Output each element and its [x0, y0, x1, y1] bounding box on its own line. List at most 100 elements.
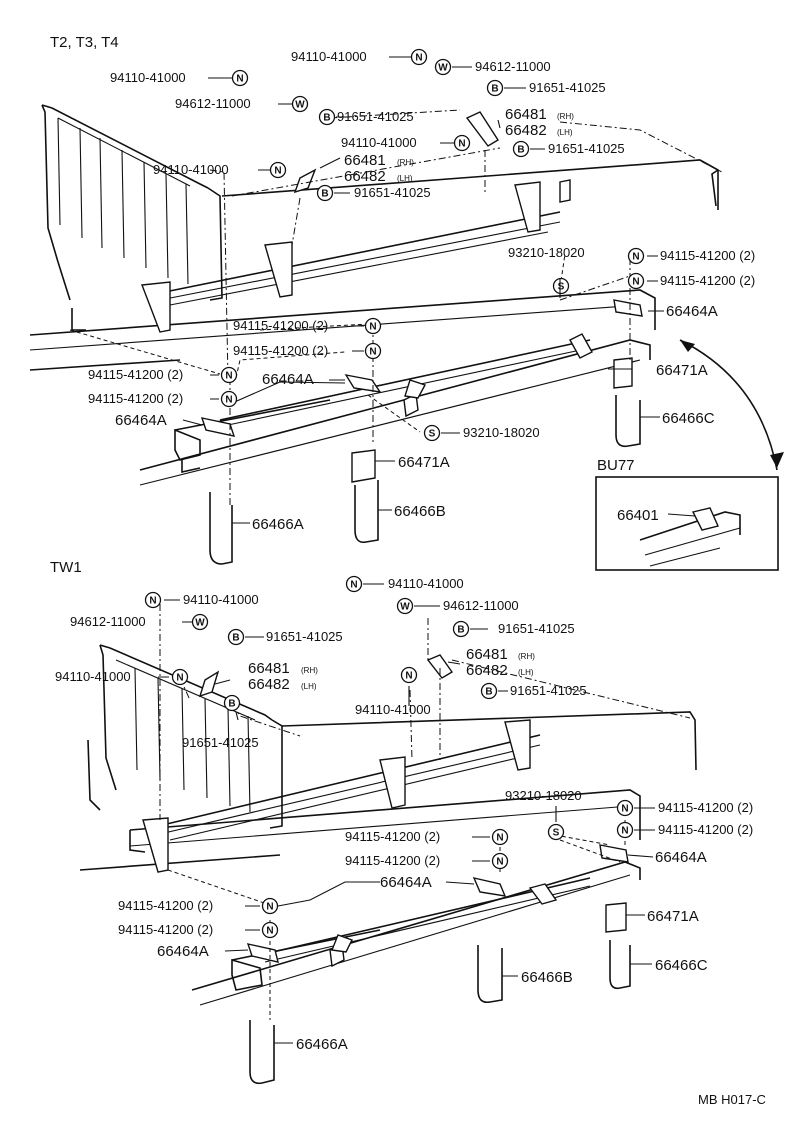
section-tw1: TW1 — [50, 559, 753, 1085]
nut-icon — [144, 591, 162, 609]
svg-text:B: B — [485, 687, 492, 698]
bolt-icon: B — [486, 79, 504, 97]
label-94115-41200: 94115-41200 (2) — [88, 367, 183, 382]
label-94110-41000: 94110-41000 — [55, 669, 131, 684]
label-91651-41025: 91651-41025 — [337, 109, 414, 124]
label-94115-41200: 94115-41200 (2) — [345, 829, 440, 844]
svg-text:B: B — [491, 84, 498, 95]
label-rh: (RH) — [557, 112, 574, 121]
label-91651-41025: 91651-41025 — [266, 629, 343, 644]
label-66464a: 66464A — [380, 874, 432, 891]
bolt-icon: B — [512, 140, 530, 158]
label-66464a: 66464A — [262, 371, 314, 388]
label-91651-41025: 91651-41025 — [548, 141, 625, 156]
label-94110-41000: 94110-41000 — [355, 702, 431, 717]
label-66401: 66401 — [617, 507, 659, 524]
nut-icon — [231, 69, 249, 87]
washer-icon: W — [291, 95, 309, 113]
nut-icon — [491, 852, 509, 870]
label-94110-41000: 94110-41000 — [388, 576, 464, 591]
nut-icon — [261, 921, 279, 939]
label-91651-41025: 91651-41025 — [510, 683, 587, 698]
label-91651-41025: 91651-41025 — [182, 735, 259, 750]
bolt-icon: B — [452, 620, 470, 638]
truck-bed-illustration-bottom — [79, 604, 697, 1085]
label-94612-11000: 94612-11000 — [475, 59, 551, 74]
label-94110-41000: 94110-41000 — [153, 162, 229, 177]
washer-icon: W — [191, 613, 209, 631]
label-66466c: 66466C — [662, 410, 715, 427]
nut-icon — [269, 161, 287, 179]
label-94115-41200: 94115-41200 (2) — [88, 391, 183, 406]
svg-text:S: S — [553, 828, 560, 839]
label-94115-41200: 94115-41200 (2) — [660, 273, 755, 288]
label-66481: 66481 — [344, 152, 386, 169]
label-66471a: 66471A — [647, 908, 699, 925]
label-94110-41000: 94110-41000 — [110, 70, 186, 85]
label-94115-41200: 94115-41200 (2) — [118, 898, 213, 913]
truck-bed-illustration-top — [29, 104, 784, 565]
section-t2-t3-t4: T2, T3, T4 — [29, 34, 784, 571]
nut-icon — [364, 317, 382, 335]
svg-text:B: B — [457, 625, 464, 636]
label-91651-41025: 91651-41025 — [354, 185, 431, 200]
svg-text:B: B — [323, 113, 330, 124]
nut-icon — [491, 828, 509, 846]
label-66471a: 66471A — [398, 454, 450, 471]
label-66466b: 66466B — [521, 969, 573, 986]
bolt-icon: B — [318, 108, 336, 126]
inset-bu77: BU77 66401 — [595, 457, 779, 571]
nut-icon — [627, 247, 645, 265]
label-rh: (RH) — [518, 652, 535, 661]
label-94110-41000: 94110-41000 — [291, 49, 367, 64]
svg-text:B: B — [517, 145, 524, 156]
label-93210-18020: 93210-18020 — [463, 425, 540, 440]
label-66464a: 66464A — [655, 849, 707, 866]
nut-icon — [616, 821, 634, 839]
nut-icon — [410, 48, 428, 66]
label-66464a: 66464A — [157, 943, 209, 960]
label-94612-11000: 94612-11000 — [175, 96, 251, 111]
label-66466b: 66466B — [394, 503, 446, 520]
nut-icon — [220, 390, 238, 408]
label-rh: (RH) — [397, 158, 414, 167]
nut-icon — [453, 134, 471, 152]
diagram-code: MB H017-C — [698, 1092, 766, 1107]
label-94612-11000: 94612-11000 — [70, 614, 146, 629]
label-66466c: 66466C — [655, 957, 708, 974]
label-94115-41200: 94115-41200 (2) — [233, 318, 328, 333]
nut-icon — [220, 366, 238, 384]
label-94115-41200: 94115-41200 (2) — [233, 343, 328, 358]
stud-icon: S — [423, 424, 441, 442]
svg-text:W: W — [400, 602, 410, 613]
svg-text:B: B — [321, 189, 328, 200]
label-lh: (LH) — [301, 682, 317, 691]
nut-icon — [171, 668, 189, 686]
label-66481: 66481 — [248, 660, 290, 677]
bolt-icon: B — [227, 628, 245, 646]
label-93210-18020: 93210-18020 — [508, 245, 585, 260]
nut-icon — [364, 342, 382, 360]
washer-icon: W — [396, 597, 414, 615]
label-94612-11000: 94612-11000 — [443, 598, 519, 613]
label-lh: (LH) — [557, 128, 573, 137]
label-66482: 66482 — [248, 676, 290, 693]
label-66466a: 66466A — [252, 516, 304, 533]
nut-icon — [400, 666, 418, 684]
label-94115-41200: 94115-41200 (2) — [118, 922, 213, 937]
label-66481: 66481 — [505, 106, 547, 123]
label-66482: 66482 — [505, 122, 547, 139]
svg-text:W: W — [438, 63, 448, 74]
label-94115-41200: 94115-41200 (2) — [658, 800, 753, 815]
bolt-icon: B — [480, 682, 498, 700]
washer-icon: W — [434, 58, 452, 76]
inset-title: BU77 — [597, 457, 635, 474]
svg-text:B: B — [228, 699, 235, 710]
svg-text:W: W — [195, 618, 205, 629]
section-title-tw1: TW1 — [50, 559, 82, 576]
nut-icon — [627, 272, 645, 290]
nut-icon — [616, 799, 634, 817]
label-66471a: 66471A — [656, 362, 708, 379]
bolt-icon: B — [316, 184, 334, 202]
label-94115-41200: 94115-41200 (2) — [345, 853, 440, 868]
